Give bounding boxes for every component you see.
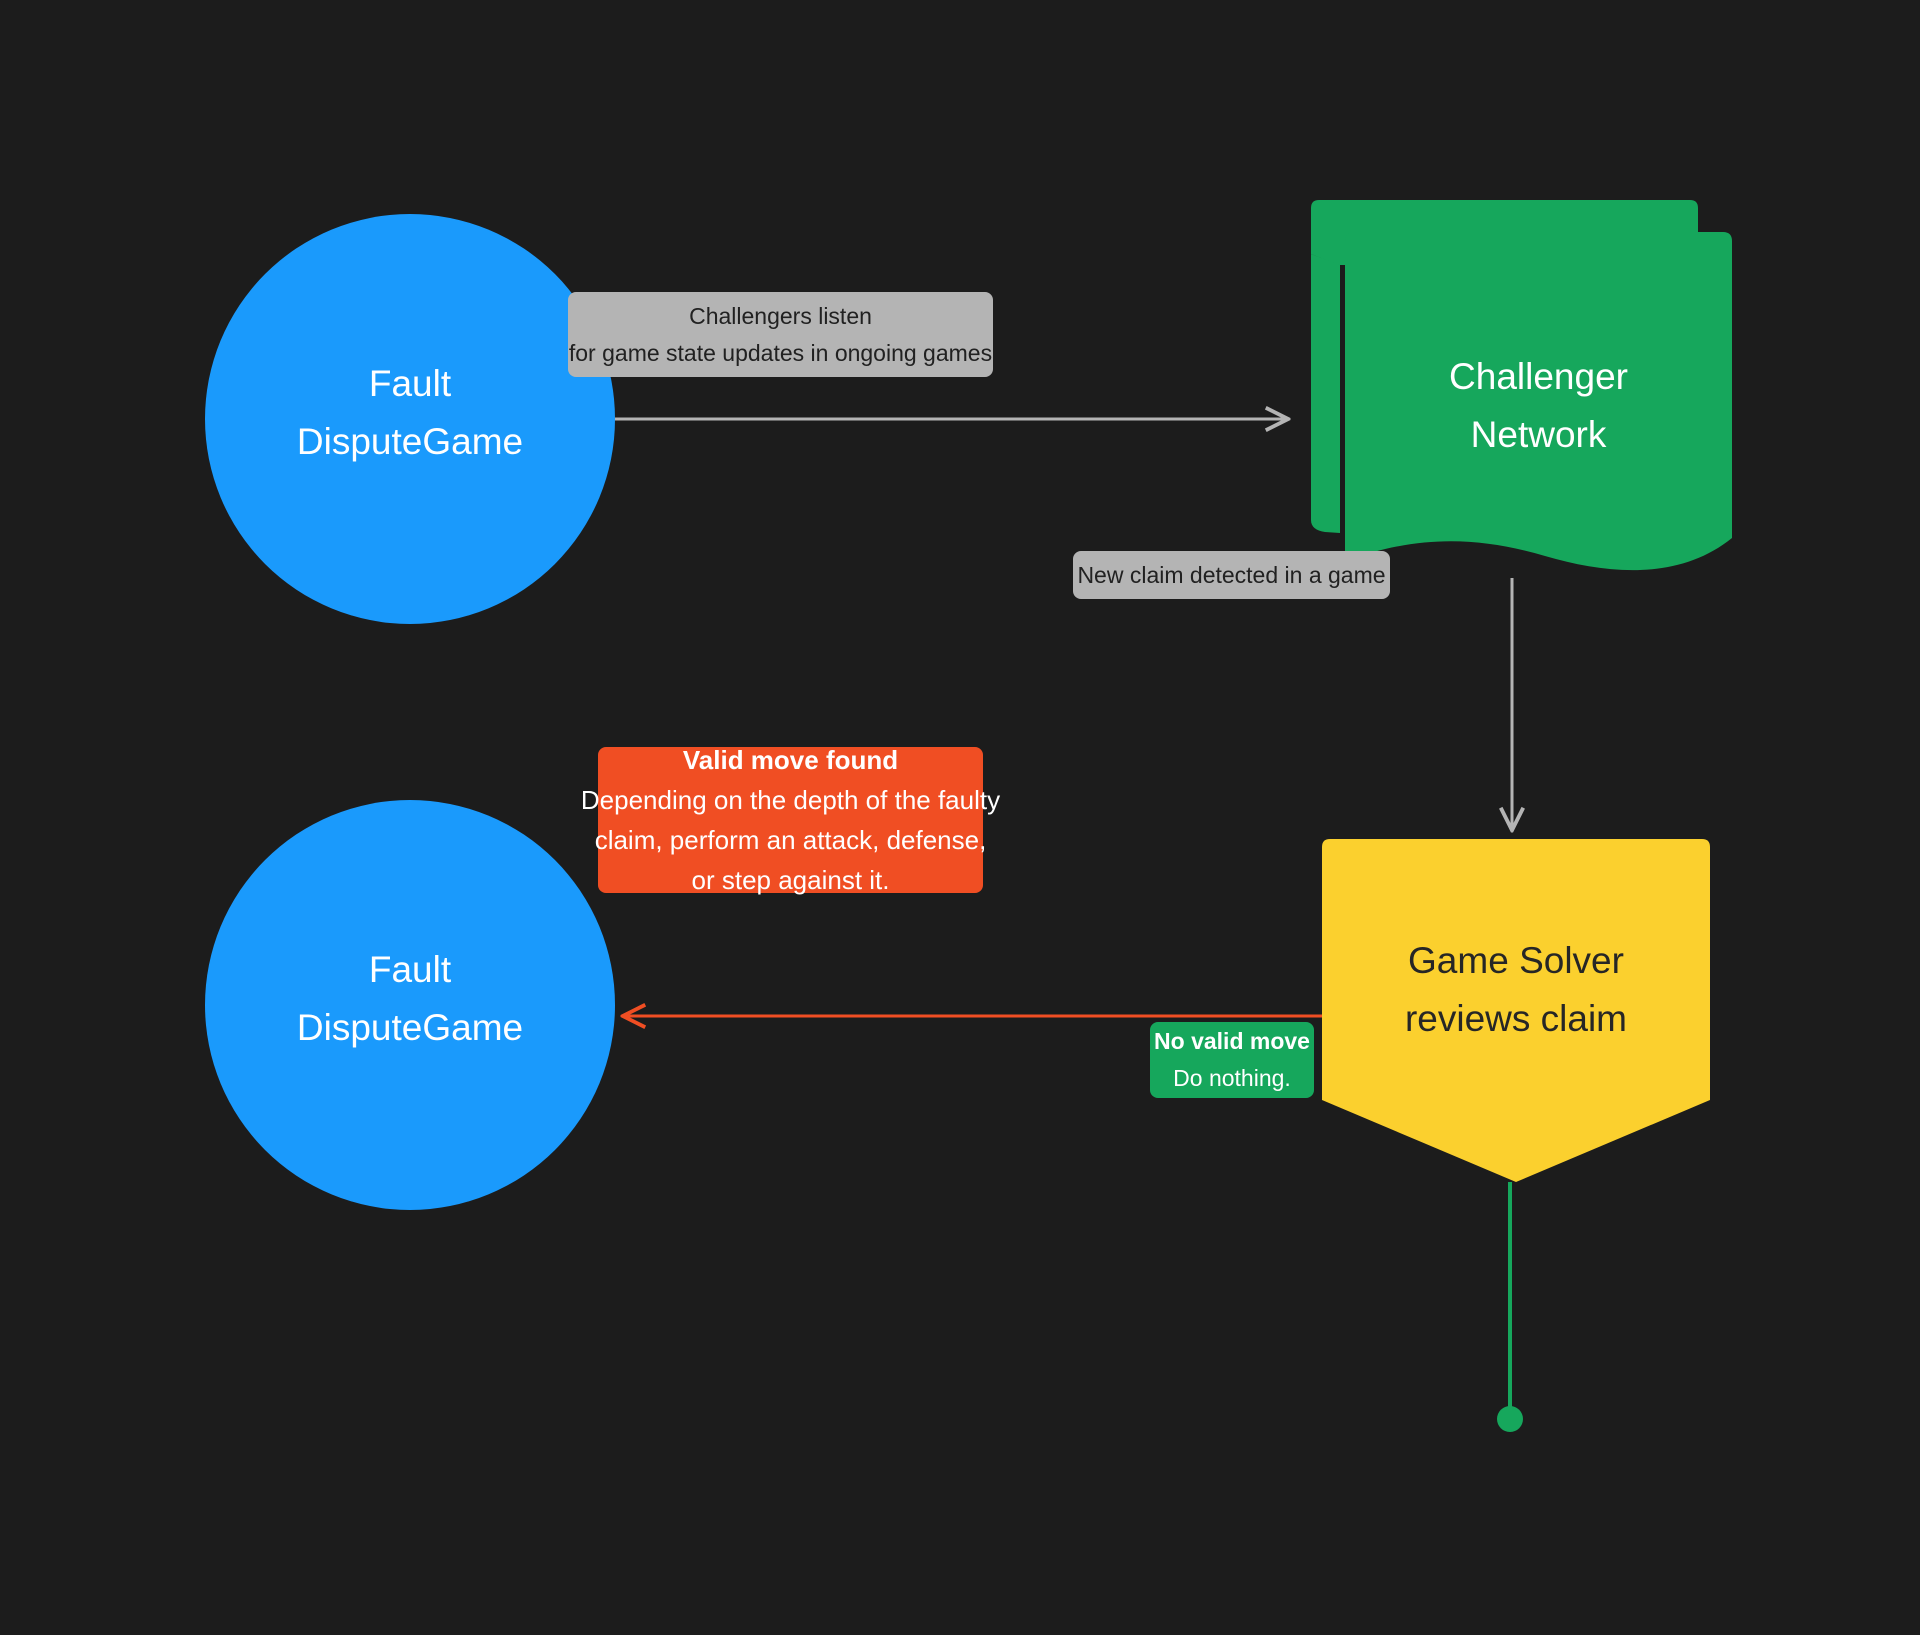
edge-label-challengers-listen: Challengers listen for game state update… — [568, 292, 993, 377]
edge-label-line-1: Challengers listen — [689, 302, 872, 329]
edge-label-line-1: New claim detected in a game — [1077, 561, 1386, 588]
edge-label-line-3: claim, perform an attack, defense, — [594, 825, 987, 855]
node-challenger-network[interactable] — [1345, 232, 1732, 571]
node-game-solver[interactable] — [1322, 839, 1710, 1182]
edge-label-line-2: Depending on the depth of the faulty — [580, 785, 1001, 815]
edge-label-line-2: Do nothing. — [1173, 1065, 1291, 1091]
edge-label-new-claim: New claim detected in a game — [1073, 551, 1390, 599]
edge-label-line-2: for game state updates in ongoing games — [568, 339, 993, 366]
node-fault-dispute-game-bottom[interactable] — [205, 800, 615, 1210]
terminator-dot — [1497, 1406, 1523, 1432]
edge-label-line-4: or step against it. — [691, 865, 890, 895]
edge-label-no-valid-move: No valid move Do nothing. — [1150, 1022, 1314, 1098]
edge-label-line-1: Valid move found — [682, 745, 899, 775]
edge-label-valid-move: Valid move found Depending on the depth … — [581, 745, 1000, 895]
node-challenger-network-back-layer-edge — [1311, 254, 1340, 533]
edge-label-line-1: No valid move — [1154, 1028, 1310, 1054]
node-fault-dispute-game-top[interactable] — [205, 214, 615, 624]
